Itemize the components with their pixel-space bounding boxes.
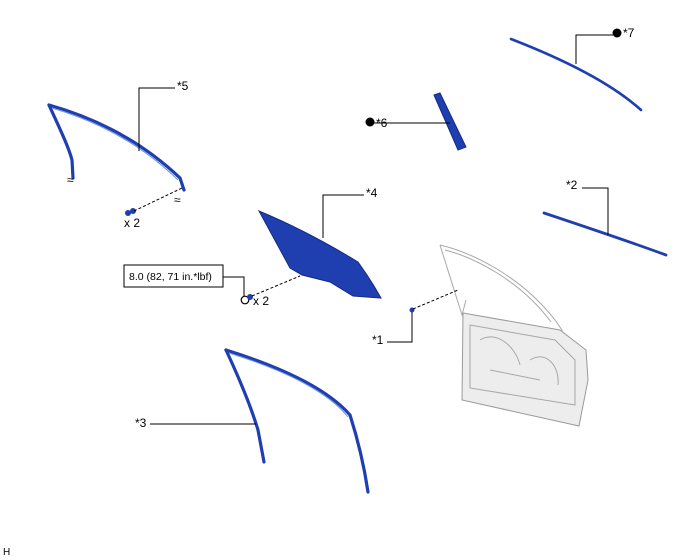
leader-7 bbox=[575, 34, 613, 64]
part-2-weatherstrip bbox=[542, 211, 668, 257]
torque-spec-box bbox=[123, 264, 224, 288]
torque-spec: 8.0 (82, 71 in.*lbf) bbox=[129, 271, 212, 283]
leader-4 bbox=[322, 194, 364, 238]
leader-2 bbox=[582, 187, 609, 235]
bolt-pair bbox=[240, 294, 253, 305]
bolts-quantity: x 2 bbox=[253, 294, 269, 308]
leader-1 bbox=[387, 312, 413, 343]
dashed-link-bolts bbox=[251, 275, 301, 297]
leader-5 bbox=[138, 87, 175, 151]
part-6-sash bbox=[433, 92, 467, 151]
callout-2: *2 bbox=[566, 178, 578, 192]
callout-1: *1 bbox=[372, 333, 384, 347]
callout-4: *4 bbox=[366, 186, 378, 200]
corner-mark: H bbox=[3, 547, 10, 558]
clips-quantity: x 2 bbox=[124, 216, 140, 230]
callout-5: *5 bbox=[177, 79, 189, 93]
dashed-link-door bbox=[412, 289, 459, 310]
leader-torque bbox=[223, 276, 245, 296]
callout-6-dot bbox=[365, 117, 375, 127]
part-3-glass-run-lower bbox=[224, 348, 370, 494]
clip-pair bbox=[125, 208, 136, 216]
part-5-wavy-break-left: ≈ bbox=[67, 173, 74, 187]
part-4-door-glass bbox=[257, 209, 382, 299]
part-5-wavy-break-right: ≈ bbox=[174, 193, 181, 207]
callout-7: *7 bbox=[623, 26, 635, 40]
part-7-belt-moulding bbox=[509, 37, 643, 112]
callout-3: *3 bbox=[135, 416, 147, 430]
part-1-door-panel bbox=[439, 244, 589, 427]
callout-6: *6 bbox=[376, 116, 388, 130]
part-5-glass-run-strip: ≈ ≈ bbox=[47, 103, 186, 207]
callout-7-dot bbox=[612, 28, 622, 38]
dashed-link-clips bbox=[133, 187, 183, 212]
